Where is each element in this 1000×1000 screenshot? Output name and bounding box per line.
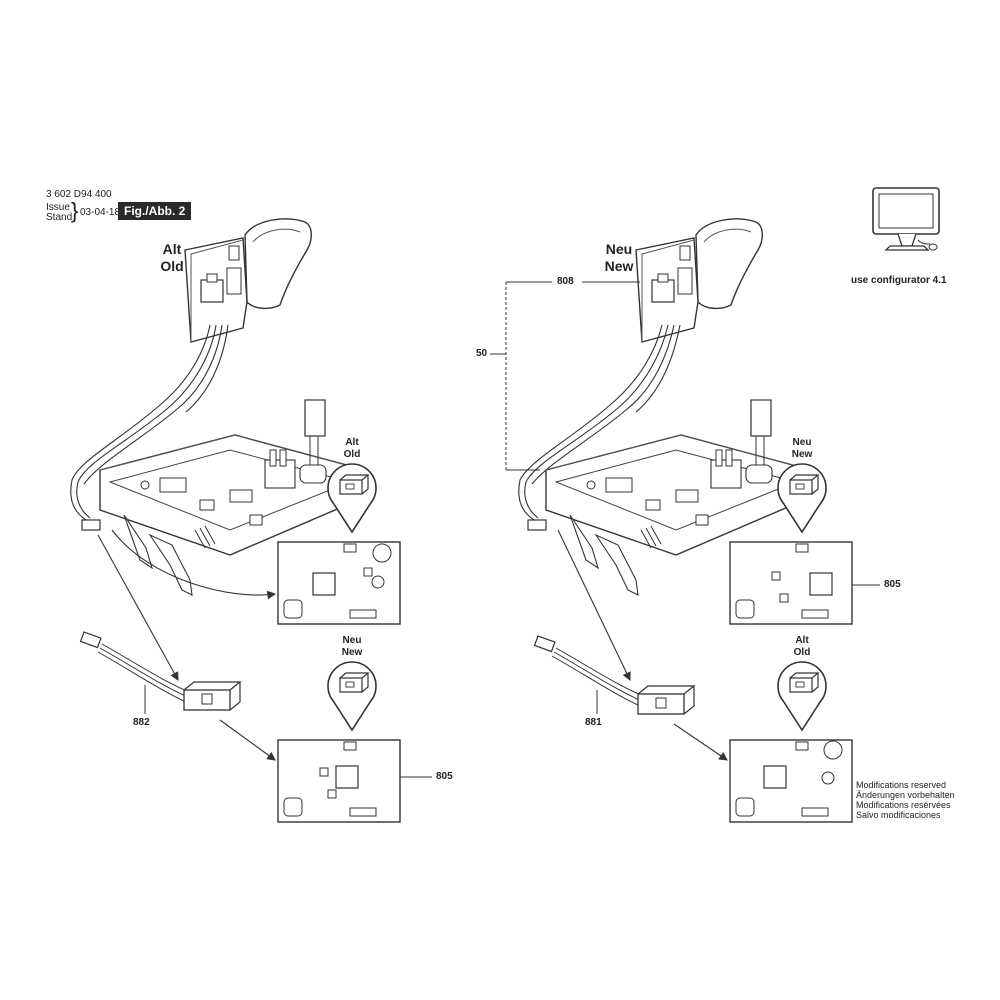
left-cable-ref: 882	[133, 717, 150, 728]
right-zoom-bottom-en: Old	[793, 647, 811, 658]
left-zoom-bottom	[327, 661, 377, 731]
right-zoom-top	[777, 463, 827, 533]
right-leaders	[596, 584, 880, 714]
right-zoom-bottom	[777, 661, 827, 731]
left-cable	[79, 631, 241, 711]
right-wires	[518, 324, 681, 521]
stand-label: Stand	[46, 212, 73, 223]
right-arrows	[557, 529, 728, 761]
left-switch	[184, 218, 312, 343]
right-cable-ref: 881	[585, 717, 602, 728]
right-board-top	[729, 541, 853, 625]
brace: }	[71, 198, 79, 223]
left-zoom-bottom-en: New	[341, 647, 363, 658]
left-zoom-top	[327, 463, 377, 533]
monitor-icon	[872, 187, 940, 251]
right-switch-ref: 808	[557, 276, 574, 287]
left-title-en: Old	[160, 258, 184, 274]
left-board-top	[277, 541, 401, 625]
left-connector	[81, 519, 101, 531]
right-board-ref: 805	[884, 579, 901, 590]
right-title-de: Neu	[605, 241, 633, 257]
left-board-ref: 805	[436, 771, 453, 782]
figure-badge: Fig./Abb. 2	[118, 202, 192, 220]
notice-line-2: Änderungen vorbehalten	[856, 790, 955, 800]
configurator-label: use configurator 4.1	[851, 275, 947, 286]
notice-line-1: Modifications reserved	[856, 780, 947, 790]
left-leaders	[144, 685, 432, 778]
left-title-de: Alt	[162, 241, 182, 257]
notice-line-3: Modifications resérvées	[856, 800, 951, 810]
left-zoom-bottom-de: Neu	[342, 635, 362, 646]
left-board-bottom	[277, 739, 401, 823]
part-number: 3 602 D94 400	[46, 189, 112, 200]
right-bracket-ref: 50	[476, 348, 488, 359]
left-arrows	[97, 529, 277, 761]
right-switch	[635, 218, 763, 343]
issue-date: 03-04-18	[80, 207, 121, 218]
right-title-en: New	[604, 258, 634, 274]
notice-line-4: Salvo modificaciones	[856, 810, 941, 820]
issue-label: Issue	[46, 202, 70, 213]
left-zoom-top-de: Alt	[345, 437, 359, 448]
right-bracket-lines	[490, 281, 640, 471]
right-connector	[527, 519, 547, 531]
left-wires	[70, 324, 229, 521]
right-zoom-top-en: New	[791, 449, 813, 460]
left-zoom-top-en: Old	[343, 449, 361, 460]
right-board-bottom	[729, 739, 853, 823]
right-zoom-bottom-de: Alt	[795, 635, 809, 646]
right-zoom-top-de: Neu	[792, 437, 812, 448]
